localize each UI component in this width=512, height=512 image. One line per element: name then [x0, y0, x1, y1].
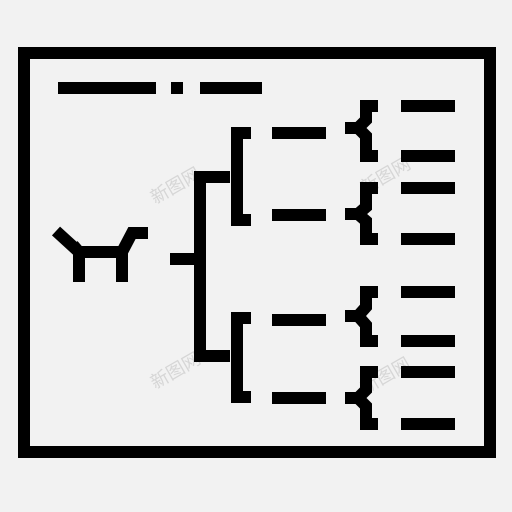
level-3-brackets: [345, 100, 378, 430]
bracket-level-2-top: [231, 127, 251, 226]
level-3-labels: [401, 100, 455, 430]
bracket-level-2-bottom: [231, 312, 251, 403]
bracket-level-1: [194, 171, 230, 362]
dog-icon: [51, 226, 148, 282]
level-2-labels: [272, 127, 326, 404]
document-frame: [18, 47, 496, 458]
